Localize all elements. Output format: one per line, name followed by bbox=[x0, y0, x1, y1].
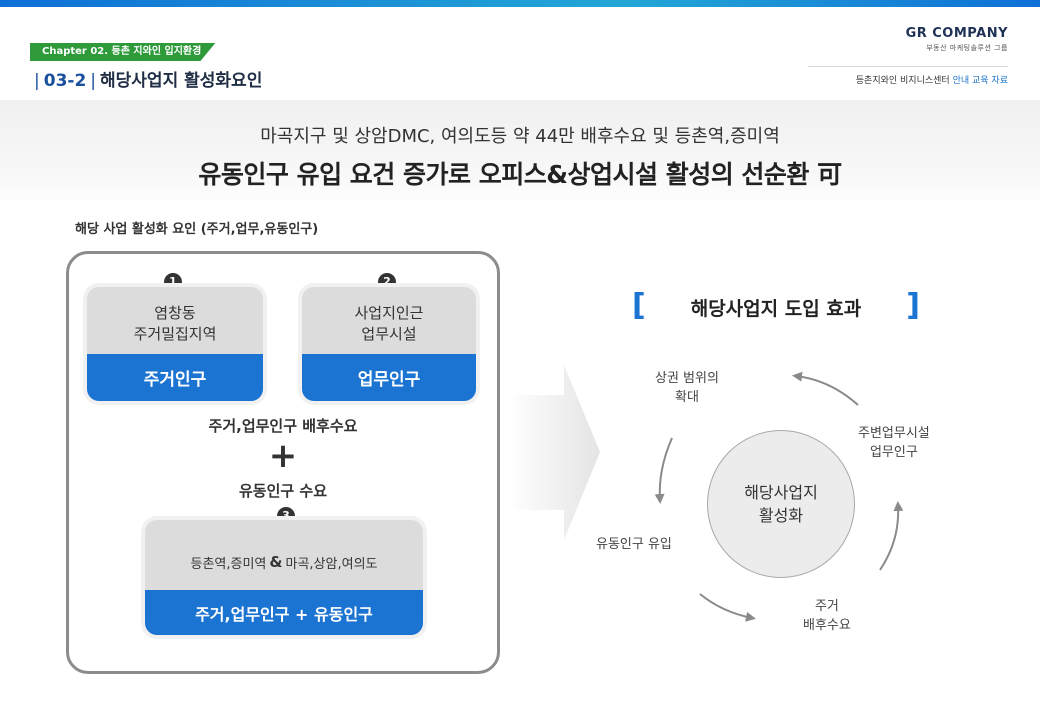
company-description: 등촌지와인 비지니스센터 안내 교육 자료 bbox=[855, 76, 1008, 86]
right-arrow-icon bbox=[508, 365, 600, 540]
page-title: |03-2|해당사업지 활성화요인 bbox=[30, 66, 262, 91]
residential-card-text: 염창동 주거밀집지역 bbox=[133, 304, 217, 343]
headline-line2: 유동인구 유입 요건 증가로 오피스&상업시설 활성의 선순환 可 bbox=[198, 160, 842, 189]
cycle-label-right: 주변업무시설 업무인구 bbox=[858, 426, 930, 460]
chapter-tag: Chapter 02. 등촌 지와인 입지환경 bbox=[30, 43, 216, 61]
business-card-text: 사업지인근 업무시설 bbox=[354, 304, 424, 343]
cycle-arrows bbox=[654, 371, 904, 622]
combined-card: 등촌역,증미역&마곡,상암,여의도 주거,업무인구 + 유동인구 bbox=[145, 520, 423, 635]
effect-title-text: 해당사업지 도입 효과 bbox=[690, 298, 862, 320]
cycle-arrow-bottom bbox=[699, 593, 756, 622]
floating-demand-text: 유동인구 수요 bbox=[238, 482, 328, 500]
activation-circle: 해당사업지 활성화 bbox=[707, 430, 855, 578]
demand-text: 주거,업무인구 배후수요 bbox=[208, 417, 358, 435]
business-card-label: 업무인구 bbox=[302, 354, 476, 401]
cycle-arrow-top bbox=[792, 371, 859, 406]
section-title-text: 해당사업지 활성화요인 bbox=[100, 71, 263, 91]
effect-title: [ 해당사업지 도입 효과 ] bbox=[632, 288, 920, 330]
business-card: 사업지인근 업무시설 업무인구 bbox=[302, 287, 476, 401]
company-subtitle: 부동산 마케팅솔루션 그룹 bbox=[926, 44, 1008, 52]
section-number: 03-2 bbox=[43, 71, 87, 91]
cycle-arrow-right bbox=[879, 501, 904, 571]
bracket-left: [ bbox=[632, 288, 646, 323]
activation-circle-text: 해당사업지 활성화 bbox=[744, 482, 818, 525]
combined-card-text: 등촌역,증미역&마곡,상암,여의도 bbox=[190, 553, 378, 572]
residential-card: 염창동 주거밀집지역 주거인구 bbox=[87, 287, 263, 401]
residential-card-label: 주거인구 bbox=[87, 354, 263, 401]
bracket-right: ] bbox=[906, 288, 920, 323]
company-name: GR COMPANY bbox=[905, 26, 1008, 41]
header-divider bbox=[808, 66, 1008, 67]
combined-card-label: 주거,업무인구 + 유동인구 bbox=[145, 590, 423, 635]
title-divider: | bbox=[90, 71, 97, 91]
factors-subtitle: 해당 사업 활성화 요인 (주거,업무,유동인구) bbox=[75, 222, 319, 237]
headline-banner bbox=[0, 100, 1040, 210]
title-divider: | bbox=[34, 71, 40, 91]
cycle-arrow-left bbox=[654, 437, 673, 504]
headline-line1: 마곡지구 및 상암DMC, 여의도등 약 44만 배후수요 및 등촌역,증미역 bbox=[260, 126, 780, 147]
number-badge-2: 2 bbox=[378, 273, 396, 291]
top-accent-bar bbox=[0, 0, 1040, 7]
company-logo: GR COMPANY 부동산 마케팅솔루션 그룹 bbox=[906, 26, 1008, 53]
plus-sign: + bbox=[268, 436, 298, 476]
number-badge-1: 1 bbox=[164, 273, 182, 291]
cycle-label-top: 상권 범위의 확대 bbox=[655, 371, 719, 405]
cycle-label-left: 유동인구 유입 bbox=[596, 537, 672, 552]
cycle-label-bottom: 주거 배후수요 bbox=[803, 599, 851, 633]
